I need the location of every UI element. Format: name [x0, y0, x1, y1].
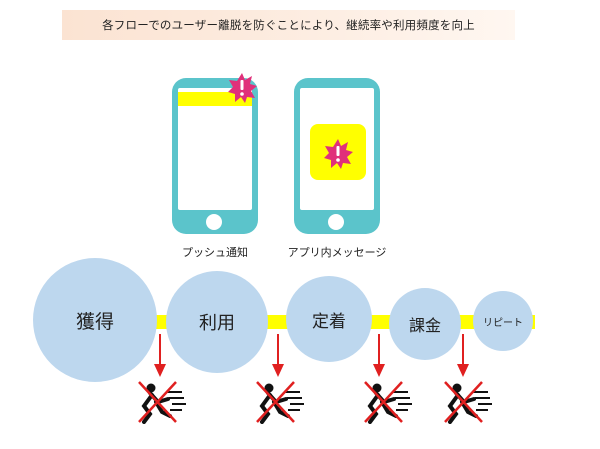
stage-label: 定着 — [312, 311, 346, 332]
stage-label: 課金 — [408, 316, 441, 335]
stage-repeat: リピート — [473, 291, 533, 351]
phone-screen — [178, 88, 252, 210]
stage-label: 利用 — [199, 313, 235, 334]
stage-label: リピート — [483, 317, 523, 329]
down-arrow-icon — [154, 334, 166, 377]
phone-label-in-app: アプリ内メッセージ — [287, 246, 387, 259]
in-app-message-phone — [294, 78, 380, 234]
stage-label: 獲得 — [75, 310, 114, 333]
push-notification-phone — [172, 78, 258, 234]
home-button — [328, 214, 344, 230]
down-arrow-icon — [457, 334, 469, 377]
crossed-running-person-icon — [256, 381, 304, 424]
banner-text: 各フローでのユーザー離脱を防ぐことにより、継続率や利用頻度を向上 — [102, 18, 475, 32]
stage-billing: 課金 — [389, 288, 461, 360]
down-arrow-icon — [272, 334, 284, 377]
down-arrow-icon — [373, 334, 385, 377]
crossed-running-person-icon — [138, 381, 186, 424]
phone-label-push: プッシュ通知 — [182, 246, 248, 259]
stage-usage: 利用 — [166, 271, 268, 373]
crossed-running-person-icon — [444, 381, 492, 424]
home-button — [206, 214, 222, 230]
header-banner: 各フローでのユーザー離脱を防ぐことにより、継続率や利用頻度を向上 — [62, 10, 515, 40]
stage-acquisition: 獲得 — [33, 258, 157, 382]
exclamation-burst-icon — [228, 73, 257, 103]
notification-bar — [178, 92, 252, 106]
crossed-running-person-icon — [364, 381, 412, 424]
exclamation-burst-icon — [324, 139, 353, 169]
stage-retention: 定着 — [286, 276, 372, 362]
